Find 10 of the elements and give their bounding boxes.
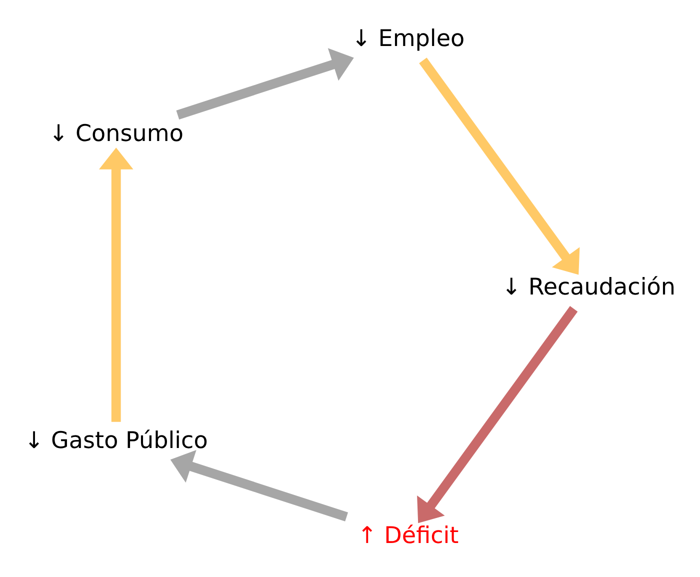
node-text: ↑ Déficit: [358, 522, 459, 549]
arrow: [176, 48, 354, 120]
arrow: [419, 58, 580, 275]
node-text: ↓ Consumo: [48, 120, 184, 147]
node-text: ↓ Recaudación: [502, 274, 676, 300]
arrow: [417, 306, 578, 524]
arrow: [98, 148, 134, 422]
arrow: [170, 450, 348, 522]
node-text: ↓ Gasto Público: [24, 428, 208, 454]
node-text: ↓ Empleo: [352, 26, 465, 52]
